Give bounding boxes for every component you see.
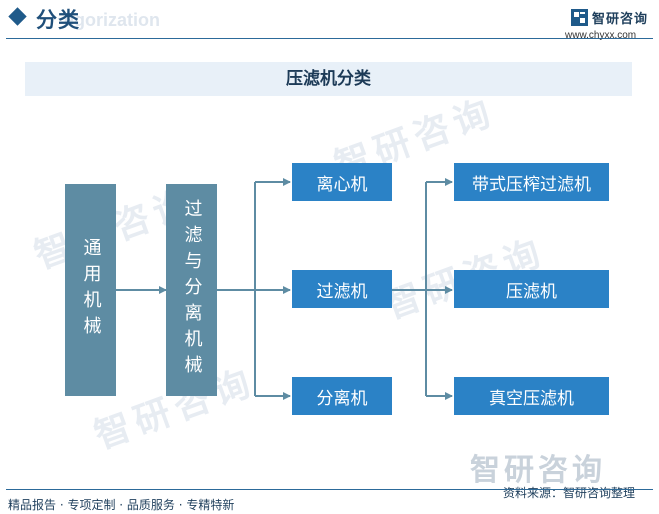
node-belt-press-filter: 带式压榨过滤机 [454,163,609,201]
node-label: 压滤机 [506,281,557,302]
node-filter-separation: 过滤与分离机械 [166,184,217,396]
node-centrifuge: 离心机 [292,163,392,201]
logo-icon [571,9,588,26]
node-label: 过滤机 [316,281,368,302]
logo-url[interactable]: www.chyxx.com [565,30,637,41]
diagram-title-bar: 压滤机分类 [25,62,632,96]
footer-tagline: 精品报告 · 专项定制 · 品质服务 · 专精特新 [8,498,235,512]
node-label: 过滤与分离机械 [181,199,203,381]
logo-name: 智研咨询 [592,12,649,27]
node-separator: 分离机 [292,377,392,415]
node-label: 带式压榨过滤机 [472,174,591,195]
node-vacuum-filter-press: 真空压滤机 [454,377,609,415]
header-ghost-text: egorization [64,10,161,30]
header-divider [6,38,653,39]
node-label: 分离机 [316,388,368,409]
node-general-machinery: 通用机械 [65,184,116,396]
node-label: 真空压滤机 [489,388,574,409]
node-label: 通用机械 [80,238,102,342]
node-filter-press: 压滤机 [454,270,609,308]
watermark-logo-text: 智研咨询 [470,453,606,488]
footer-divider [6,489,653,490]
diagram-title: 压滤机分类 [286,69,371,89]
header-title: 分类 [36,8,80,32]
node-filter: 过滤机 [292,270,392,308]
source-note: 资料来源：智研咨询整理 [503,486,636,500]
node-label: 离心机 [316,174,368,195]
